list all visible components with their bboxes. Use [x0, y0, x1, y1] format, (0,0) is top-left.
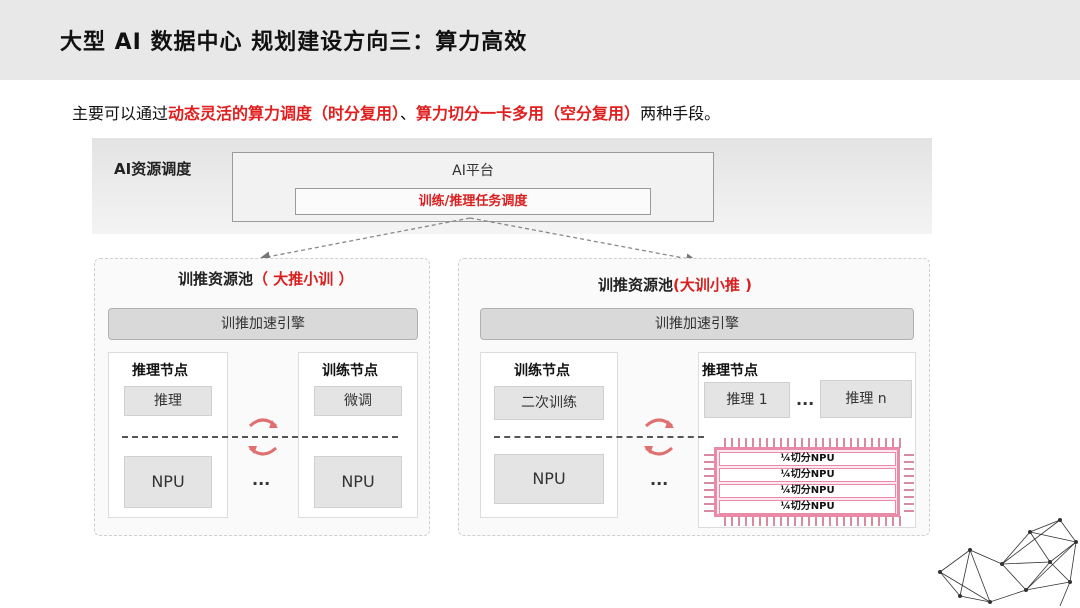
divider-dashed-line — [122, 436, 398, 438]
inference-task-chip-n: 推理 n — [820, 380, 912, 418]
task-scheduler-box: 训练/推理任务调度 — [295, 188, 651, 215]
inference-task-chip-1: 推理 1 — [704, 382, 790, 418]
training-node-title: 训练节点 — [322, 363, 378, 379]
ai-platform-label: AI平台 — [452, 163, 494, 179]
inference-node-title: 推理节点 — [132, 363, 188, 379]
task-ellipsis: ... — [796, 390, 815, 409]
npu-chip-pins-left — [704, 450, 714, 512]
npu-slice: ¼切分NPU — [719, 484, 896, 498]
cycle-arrows-icon — [248, 418, 278, 456]
cycle-arrows-icon — [644, 418, 674, 456]
accel-engine-left: 训推加速引擎 — [108, 308, 418, 340]
finetune-task-chip: 微调 — [314, 386, 402, 416]
page-title: 大型 AI 数据中心 规划建设方向三：算力高效 — [60, 30, 528, 55]
sliced-npu-chip: ¼切分NPU ¼切分NPU ¼切分NPU ¼切分NPU — [714, 447, 900, 517]
npu-chip-pins-top — [724, 438, 904, 448]
ellipsis: ... — [650, 470, 669, 489]
intro-highlight-space-multiplexing: 算力切分一卡多用（空分复用） — [416, 104, 641, 123]
pool-title-right: 训推资源池(大训小推 ) — [598, 276, 752, 294]
npu-slice: ¼切分NPU — [719, 468, 896, 482]
divider-dashed-line — [494, 436, 704, 438]
pool-title-left: 训推资源池（ 大推小训 ） — [178, 270, 354, 288]
scheduling-label: AI资源调度 — [114, 160, 192, 178]
pool-tag-right: (大训小推 ) — [673, 276, 752, 294]
npu-chip-pins-bottom — [724, 516, 904, 526]
ellipsis: ... — [252, 470, 271, 489]
title-bar: 大型 AI 数据中心 规划建设方向三：算力高效 — [0, 0, 1080, 80]
inference-node-title: 推理节点 — [702, 363, 758, 379]
npu-box: NPU — [314, 456, 402, 508]
dashed-arrow-icon — [259, 217, 697, 264]
training-node-title: 训练节点 — [514, 363, 570, 379]
accel-engine-right: 训推加速引擎 — [480, 308, 914, 340]
intro-highlight-time-multiplexing: 动态灵活的算力调度（时分复用） — [168, 104, 401, 123]
retrain-task-chip: 二次训练 — [494, 386, 604, 420]
architecture-diagram: AI资源调度 AI平台 训练/推理任务调度 训推资源池（ 大推小训 ） 训推加速… — [92, 138, 932, 540]
npu-slice: ¼切分NPU — [719, 452, 896, 466]
inference-task-chip: 推理 — [124, 386, 212, 416]
npu-chip-pins-right — [904, 450, 914, 512]
pool-tag-left: （ 大推小训 ） — [253, 270, 354, 288]
intro-before: 主要可以通过 — [72, 104, 169, 123]
npu-box: NPU — [494, 454, 604, 504]
intro-middle: 、 — [400, 104, 417, 123]
intro-text: 主要可以通过动态灵活的算力调度（时分复用）、算力切分一卡多用（空分复用）两种手段… — [72, 100, 720, 124]
intro-after: 两种手段。 — [640, 104, 721, 123]
npu-box: NPU — [124, 456, 212, 508]
network-mesh-icon — [938, 518, 1078, 607]
npu-slice: ¼切分NPU — [719, 500, 896, 514]
